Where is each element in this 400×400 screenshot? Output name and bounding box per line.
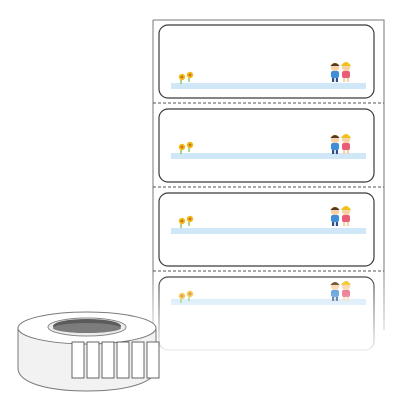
sheet-fade bbox=[140, 270, 400, 360]
label-1 bbox=[158, 24, 375, 99]
label-2 bbox=[158, 108, 375, 183]
roll-labels bbox=[71, 341, 160, 379]
roll-core-shadow bbox=[53, 323, 121, 333]
label-3 bbox=[158, 192, 375, 267]
